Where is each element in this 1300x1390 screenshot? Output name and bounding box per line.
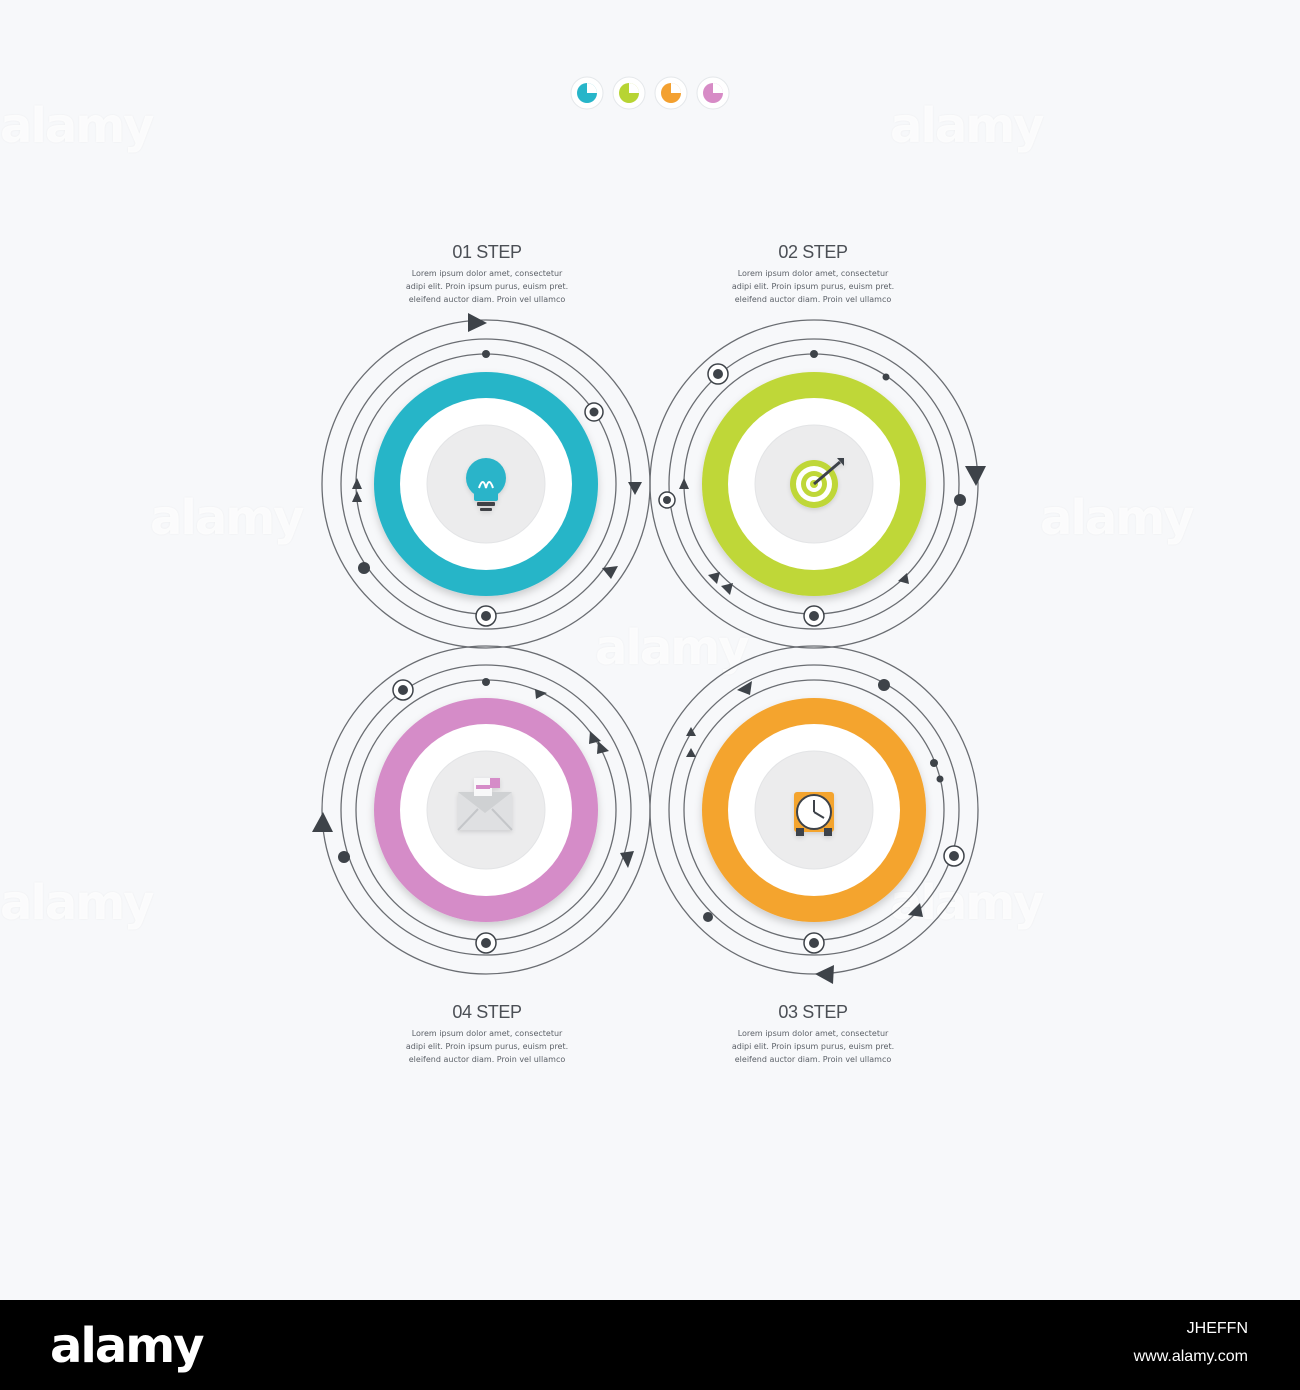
watermark-text: alamy [1040, 490, 1195, 546]
connector-ring [658, 491, 676, 509]
step-03-block: 03 STEP Lorem ipsum dolor amet, consecte… [703, 1002, 923, 1066]
step-02-title: 02 STEP [778, 242, 848, 262]
step-circle-02 [702, 372, 926, 596]
footer-logo: alamy [50, 1318, 205, 1374]
connector-ring [392, 679, 414, 701]
step-04-title: 04 STEP [452, 1002, 522, 1022]
step-04-text-line-2: adipi elit. Proin ipsum purus, euism pre… [405, 1042, 569, 1051]
step-02-text-line-2: adipi elit. Proin ipsum purus, euism pre… [731, 282, 895, 291]
arrow-head [535, 689, 547, 699]
step-circle-01 [374, 372, 598, 596]
connector-dot [878, 679, 890, 691]
step-01-block: 01 STEP Lorem ipsum dolor amet, consecte… [377, 242, 597, 306]
step-04-text-line-3: eleifend auctor diam. Proin vel ullamco [408, 1055, 566, 1064]
orbit-outer-step-01 [321, 319, 651, 649]
watermark-text: alamy [0, 875, 155, 931]
connector-ring [943, 845, 965, 867]
orbit-inner-step-01 [355, 353, 617, 615]
legend-dot-green [612, 76, 646, 110]
step-01-text-line-1: Lorem ipsum dolor amet, consectetur [411, 269, 563, 278]
legend-dot-orange [654, 76, 688, 110]
legend-dot-pink [696, 76, 730, 110]
step-01-text-line-3: eleifend auctor diam. Proin vel ullamco [408, 295, 566, 304]
connector-dot [882, 373, 890, 381]
connector-ring [584, 402, 604, 422]
arrow-head [721, 583, 733, 595]
arrow-head [352, 478, 362, 489]
infographic-canvas: alamy alamy alamy alamy alamy alamy alam… [0, 76, 1195, 1066]
connector-dot [482, 350, 490, 358]
arrow-head [708, 572, 720, 584]
step-03-title: 03 STEP [778, 1002, 848, 1022]
clock-icon [794, 792, 834, 836]
orbit-outer-step-04 [321, 645, 651, 975]
orbit-inner-step-04 [355, 679, 617, 941]
step-01-text-line-2: adipi elit. Proin ipsum purus, euism pre… [405, 282, 569, 291]
watermark-text: alamy [150, 490, 305, 546]
connector-ring [707, 363, 729, 385]
arrow-head [312, 812, 333, 832]
legend-dot-cyan [570, 76, 604, 110]
step-03-text-line-3: eleifend auctor diam. Proin vel ullamco [734, 1055, 892, 1064]
step-circle-04 [374, 698, 598, 922]
mail-icon [457, 778, 513, 831]
footer-image-id: JHEFFN [1186, 1320, 1248, 1337]
connector-dot [338, 851, 350, 863]
step-01-title: 01 STEP [452, 242, 522, 262]
arrow-head [965, 466, 986, 486]
color-legend [570, 76, 730, 110]
watermark-text: alamy [595, 620, 750, 676]
connector-ring [475, 605, 497, 627]
arrow-head [737, 681, 752, 695]
connector-dot [482, 678, 490, 686]
footer-bar: alamy JHEFFN www.alamy.com [0, 1300, 1300, 1390]
step-04-block: 04 STEP Lorem ipsum dolor amet, consecte… [377, 1002, 597, 1066]
arrow-head [686, 748, 696, 757]
step-02-text-line-3: eleifend auctor diam. Proin vel ullamco [734, 295, 892, 304]
connector-ring [475, 932, 497, 954]
connector-dot [703, 912, 713, 922]
arrow-head [679, 478, 689, 489]
target-icon [790, 458, 844, 508]
watermark-text: alamy [0, 98, 155, 154]
watermark-text: alamy [890, 875, 1045, 931]
connector-dot [954, 494, 966, 506]
orbit-middle-step-02 [668, 338, 960, 630]
connector-dot [358, 562, 370, 574]
step-02-block: 02 STEP Lorem ipsum dolor amet, consecte… [703, 242, 923, 306]
orbit-inner-step-02 [683, 353, 945, 615]
orbit-middle-step-04 [340, 664, 632, 956]
step-03-text-line-2: adipi elit. Proin ipsum purus, euism pre… [731, 1042, 895, 1051]
connector-ring [803, 932, 825, 954]
orbit-middle-step-01 [340, 338, 632, 630]
connector-ring [803, 605, 825, 627]
arrow-head [686, 727, 696, 736]
step-04-text-line-1: Lorem ipsum dolor amet, consectetur [411, 1029, 563, 1038]
connector-dot [936, 775, 944, 783]
arrow-head [815, 965, 834, 984]
watermark-text: alamy [890, 98, 1045, 154]
arrow-head [602, 566, 618, 579]
lightbulb-icon [466, 458, 506, 511]
arrow-head [898, 573, 909, 584]
orbit-outer-step-02 [649, 319, 979, 649]
arrow-head [589, 731, 601, 744]
arrow-head [620, 851, 634, 868]
connector-dot [810, 350, 818, 358]
arrow-head [628, 482, 642, 495]
arrow-head [352, 491, 362, 502]
footer-url: www.alamy.com [1133, 1348, 1248, 1365]
connector-dot [930, 759, 938, 767]
arrow-head [597, 741, 609, 754]
arrow-head [468, 313, 487, 332]
step-02-text-line-1: Lorem ipsum dolor amet, consectetur [737, 269, 889, 278]
step-03-text-line-1: Lorem ipsum dolor amet, consectetur [737, 1029, 889, 1038]
